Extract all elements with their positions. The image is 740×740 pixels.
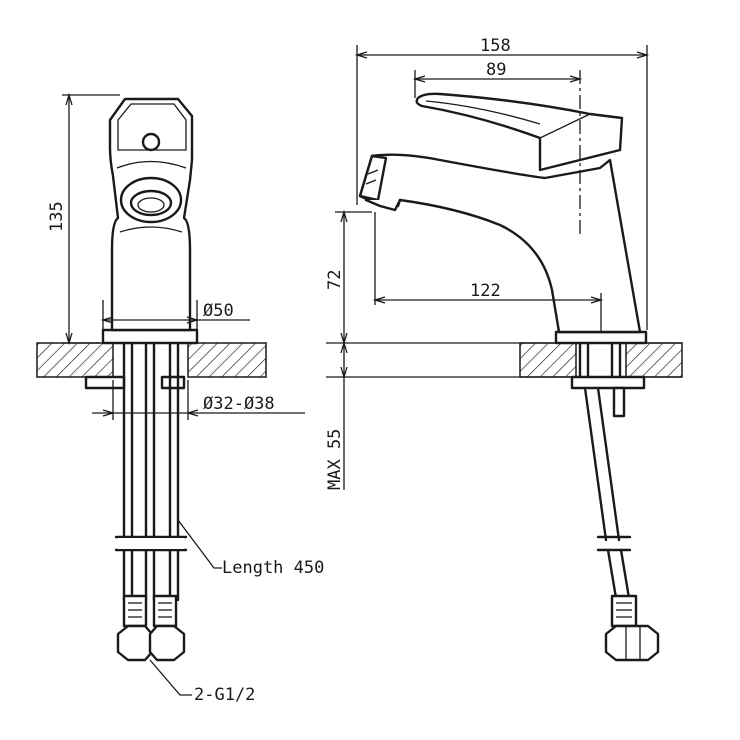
connector-label: 2-G1/2	[194, 685, 255, 705]
front-aerator-mesh	[137, 197, 165, 213]
side-mount-bracket	[570, 375, 646, 390]
dim-135-label: 135	[47, 201, 67, 232]
front-connector-collar-right	[152, 594, 178, 628]
front-counter-right	[187, 342, 267, 378]
side-faucet-body	[358, 153, 642, 334]
length-label: Length 450	[222, 558, 324, 578]
front-connector-collar-left	[122, 594, 148, 628]
side-view: 158 89 72 122 MAX 55	[325, 36, 683, 662]
front-mount-nut-left	[84, 375, 126, 390]
front-handle-outline	[117, 103, 187, 151]
dim-158-label: 158	[480, 36, 511, 56]
dim-122-label: 122	[470, 281, 501, 301]
side-base-plate	[554, 330, 648, 345]
dim-50-label: Ø50	[203, 301, 234, 321]
side-handle-lever	[415, 92, 624, 172]
side-counter-left	[519, 342, 577, 378]
dim-hole-label: Ø32-Ø38	[203, 394, 275, 414]
dim-max55-label: MAX 55	[325, 429, 345, 490]
front-base-plate	[101, 328, 199, 345]
front-connector-nut-left-icon	[116, 624, 154, 662]
side-connector-nut-icon	[604, 624, 660, 662]
side-hose-a	[583, 386, 608, 542]
side-counter-right	[625, 342, 683, 378]
side-aerator-tip	[364, 198, 402, 212]
front-mount-nut-right	[160, 375, 186, 390]
side-aerator-icon	[358, 154, 388, 202]
front-spout-neck	[116, 160, 187, 169]
front-handle-cap-icon	[141, 132, 161, 152]
connector-leader-line	[149, 659, 192, 696]
front-body-inner-line	[119, 226, 183, 233]
length-leader-line	[177, 519, 222, 569]
side-hose-b	[596, 386, 621, 542]
front-view: 135 Ø50 Ø32-Ø38 Length 450 2-G1/2	[36, 92, 324, 705]
side-connector-collar	[610, 594, 638, 628]
dim-89-label: 89	[486, 60, 506, 80]
front-connector-nut-right-icon	[148, 624, 186, 662]
front-counter-left	[36, 342, 114, 378]
dim-72-label: 72	[325, 270, 345, 290]
front-aerator-inner	[129, 189, 173, 217]
